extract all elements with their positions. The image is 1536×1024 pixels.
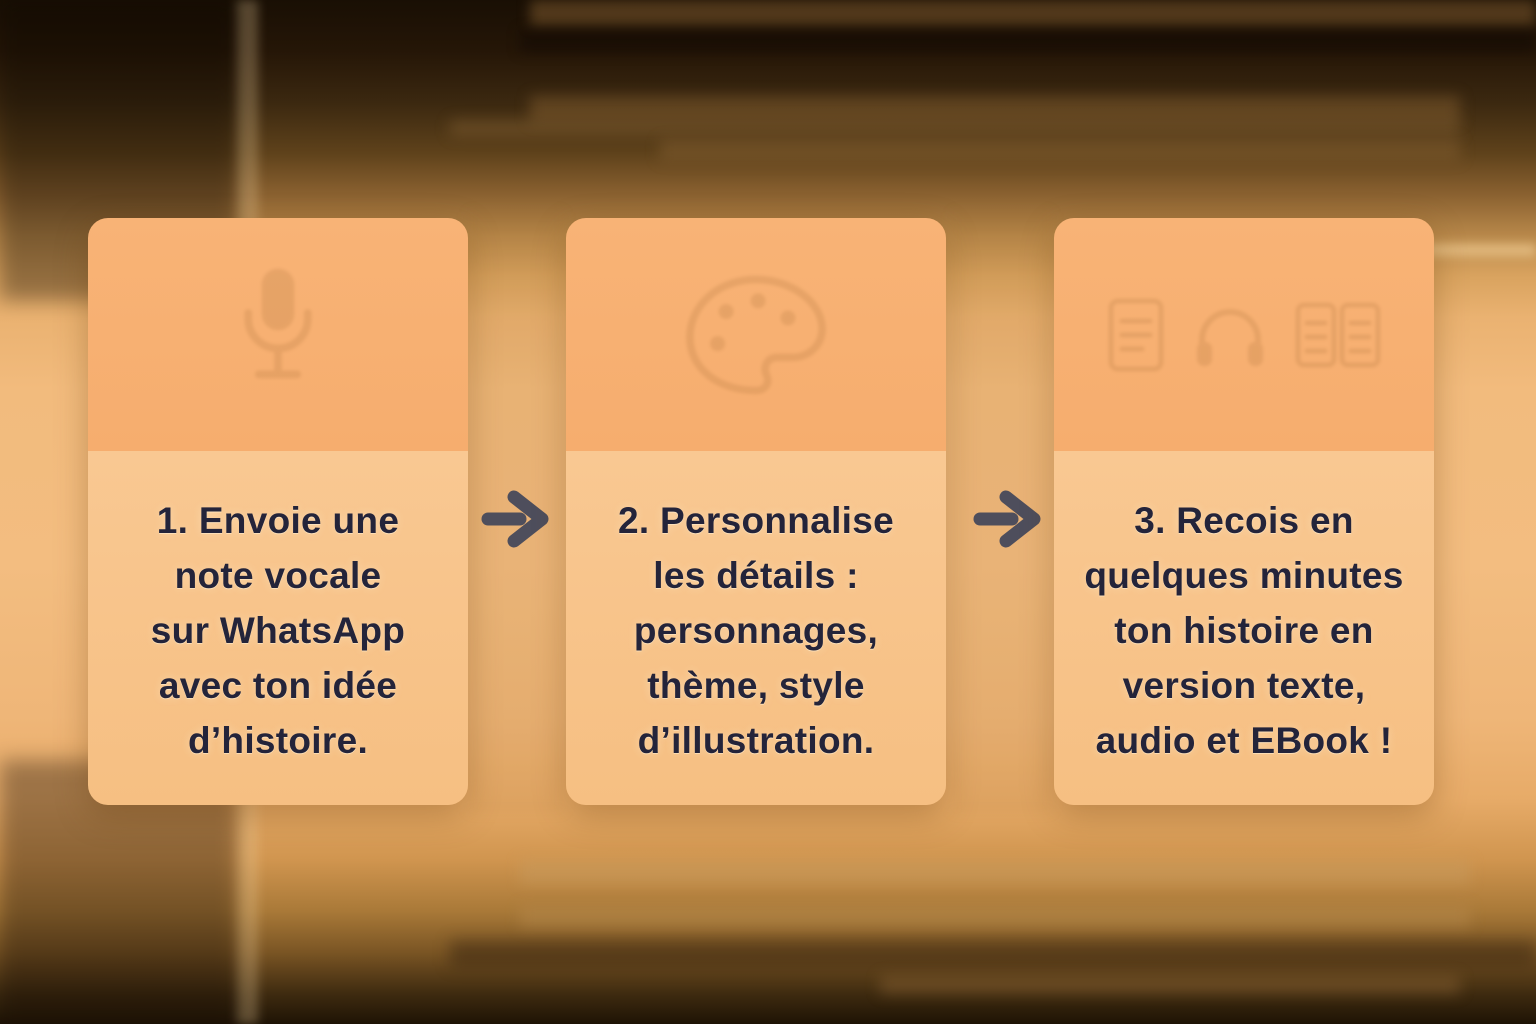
headphones-icon (1197, 308, 1263, 366)
step-1-icon-area (88, 218, 468, 451)
step-3-text: 3. Recois en quelques minutes ton histoi… (1054, 451, 1434, 805)
arrow-right-icon (481, 490, 549, 548)
step-3-text-line: 3. Recois en (1134, 500, 1354, 541)
step-card-3: 3. Recois en quelques minutes ton histoi… (1054, 218, 1434, 805)
step-2-text: 2. Personnalise les détails : personnage… (566, 451, 946, 805)
step-2-text-line: 2. Personnalise (618, 500, 894, 541)
step-3-text-line: audio et EBook ! (1095, 720, 1393, 761)
step-2-text-line: les détails : (653, 555, 859, 596)
step-1-text: 1. Envoie une note vocale sur WhatsApp a… (88, 451, 468, 805)
step-1-text-line: note vocale (174, 555, 382, 596)
step-1-text-line: sur WhatsApp (150, 610, 406, 651)
step-1-text-line: avec ton idée (158, 665, 398, 706)
step-2-text-line: thème, style (647, 665, 865, 706)
step-3-text-line: version texte, (1122, 665, 1366, 706)
step-3-text-line: ton histoire en (1114, 610, 1374, 651)
step-2-icon-area (566, 218, 946, 451)
step-2-text-line: d’illustration. (637, 720, 875, 761)
step-3-text-line: quelques minutes (1084, 555, 1404, 596)
palette-icon (686, 275, 826, 394)
step-card-1: 1. Envoie une note vocale sur WhatsApp a… (88, 218, 468, 805)
step-1-text-line: d’histoire. (187, 720, 369, 761)
step-1-text-line: 1. Envoie une (156, 500, 400, 541)
ebook-icon (1295, 302, 1381, 367)
microphone-icon (244, 268, 312, 378)
text-document-icon (1108, 298, 1164, 371)
step-card-2: 2. Personnalise les détails : personnage… (566, 218, 946, 805)
step-2-text-line: personnages, (633, 610, 879, 651)
step-3-icon-area (1054, 218, 1434, 451)
arrow-right-icon (973, 490, 1041, 548)
